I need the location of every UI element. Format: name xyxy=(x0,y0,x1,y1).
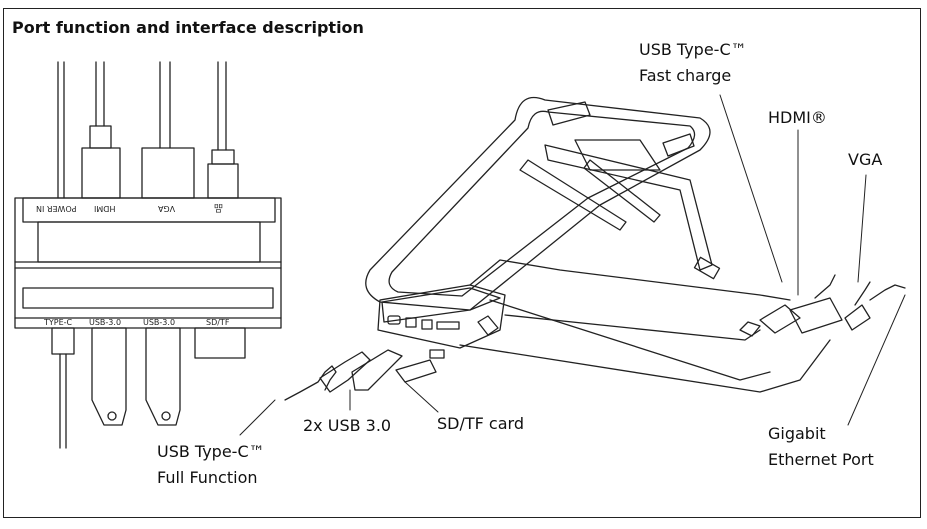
callout-usb3: 2x USB 3.0 xyxy=(303,416,392,435)
callout-ethernet-line2: Ethernet Port xyxy=(768,450,874,469)
diagram-title: Port function and interface description xyxy=(12,18,364,37)
callout-usbc-full-line2: Full Function xyxy=(157,468,258,487)
diagram-frame xyxy=(3,8,921,518)
hub-label-power-in: POWER IN xyxy=(36,204,77,213)
callout-usbc-fast-line1: USB Type-C™ xyxy=(639,40,747,59)
hub-label-vga: VGA xyxy=(158,204,176,213)
callout-hdmi: HDMI® xyxy=(768,108,827,127)
hub-label-usb3-1: USB-3.0 xyxy=(89,318,122,327)
bottom-connectors xyxy=(52,328,245,448)
hub-label-hdmi: HDMI xyxy=(94,204,116,213)
right-connectors xyxy=(740,275,905,336)
front-plugs xyxy=(285,350,444,400)
callout-sdtf: SD/TF card xyxy=(437,414,524,433)
hub-front-view xyxy=(15,62,281,448)
top-cables xyxy=(58,62,238,198)
hub-label-type-c: TYPE-C xyxy=(44,318,73,327)
callout-ethernet-line1: Gigabit xyxy=(768,424,826,443)
callout-usbc-full-line1: USB Type-C™ xyxy=(157,442,265,461)
ethernet-port-icon: 品 xyxy=(214,202,224,212)
callout-vga: VGA xyxy=(848,150,883,169)
callout-usbc-fast-line2: Fast charge xyxy=(639,66,732,85)
laptop-stand xyxy=(366,98,830,393)
hub-label-sdtf: SD/TF xyxy=(206,318,230,327)
hub-label-usb3-2: USB-3.0 xyxy=(143,318,176,327)
leader-lines xyxy=(240,95,905,435)
